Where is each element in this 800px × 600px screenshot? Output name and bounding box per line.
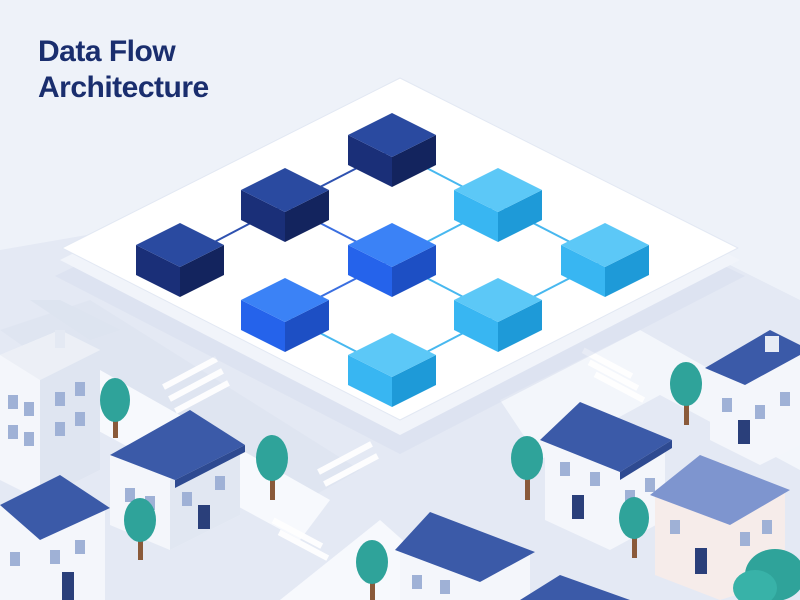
tree bbox=[124, 498, 156, 560]
diagram-node-n5 bbox=[241, 278, 329, 352]
diagram-node-n1 bbox=[136, 223, 224, 297]
tree bbox=[100, 378, 130, 438]
page-title-line-2: Architecture bbox=[38, 71, 209, 104]
bush bbox=[733, 549, 800, 600]
diagram-node-n9 bbox=[348, 333, 436, 407]
building-bottom-houses bbox=[395, 512, 630, 600]
diagram-node-n4 bbox=[348, 223, 436, 297]
diagram-node-n8 bbox=[454, 278, 542, 352]
building-right-house bbox=[705, 330, 800, 465]
diagram-node-n3 bbox=[348, 113, 436, 187]
diagram-node-n7 bbox=[561, 223, 649, 297]
trees bbox=[100, 362, 800, 600]
page-title: Data Flow Architecture bbox=[38, 34, 209, 106]
diagram-node-n6 bbox=[454, 168, 542, 242]
diagram-node-n2 bbox=[241, 168, 329, 242]
tree bbox=[619, 497, 649, 558]
tree bbox=[670, 362, 702, 425]
tree bbox=[511, 436, 543, 500]
diagram-nodes bbox=[136, 113, 649, 407]
tree bbox=[256, 435, 288, 500]
crosswalks bbox=[162, 347, 646, 561]
tree bbox=[356, 540, 388, 600]
page-title-line-1: Data Flow bbox=[38, 35, 176, 68]
building-bottom-left-house bbox=[0, 475, 110, 600]
building-left-apartment bbox=[0, 330, 100, 500]
